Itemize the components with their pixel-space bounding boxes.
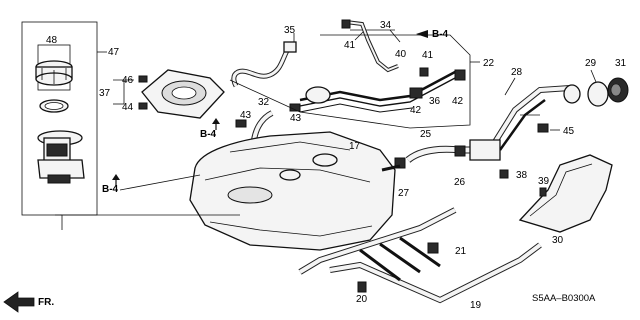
tank-strap-19: [298, 207, 542, 304]
tank-shield-30: [518, 154, 613, 233]
hose-25: [381, 139, 501, 172]
label-39: 39: [538, 176, 550, 187]
fuel-pump-group: [21, 21, 107, 230]
label-37: 37: [99, 88, 111, 99]
access-cover: [141, 69, 225, 119]
label-43-left: 43: [240, 110, 252, 121]
label-17: 17: [349, 141, 361, 152]
label-46: 46: [122, 75, 134, 86]
front-direction-label: FR.: [38, 297, 54, 308]
fuel-filler-cap-29: [587, 69, 609, 107]
ref-b4-bottom: B-4: [102, 184, 119, 195]
label-26: 26: [454, 177, 466, 188]
label-22: 22: [483, 58, 495, 69]
b4-ref-left: [112, 118, 220, 186]
label-30: 30: [552, 235, 564, 246]
label-31: 31: [615, 58, 627, 69]
fuel-pump-module: [37, 130, 85, 184]
label-20: 20: [356, 294, 368, 305]
label-42-right: 42: [452, 96, 464, 107]
bolt-39: [539, 187, 547, 197]
label-48: 48: [46, 35, 58, 46]
bolt-38: [499, 169, 509, 179]
label-40: 40: [395, 49, 407, 60]
lock-ring: [35, 60, 73, 86]
bolt-45: [537, 123, 560, 133]
label-21: 21: [455, 246, 467, 257]
fasteners-46-44: [113, 75, 148, 110]
label-35: 35: [284, 25, 296, 36]
b4-ref-top: [416, 30, 428, 38]
fuel-tank: [189, 131, 396, 251]
tube-group-34: [341, 19, 401, 73]
label-28: 28: [511, 67, 523, 78]
label-34: 34: [380, 20, 392, 31]
label-36: 36: [429, 96, 441, 107]
label-44: 44: [122, 102, 134, 113]
label-19: 19: [470, 300, 482, 311]
label-27: 27: [398, 188, 410, 199]
label-42-left: 42: [410, 105, 422, 116]
label-32: 32: [258, 97, 270, 108]
diagram-code: S5AA–B0300A: [532, 293, 596, 304]
label-38: 38: [516, 170, 528, 181]
label-25: 25: [420, 129, 432, 140]
gasket: [39, 99, 69, 113]
bolt-20: [357, 281, 367, 293]
label-41-right: 41: [422, 50, 434, 61]
label-43-right: 43: [290, 113, 302, 124]
label-29: 29: [585, 58, 597, 69]
fuel-cap-31: [607, 77, 629, 103]
hose-32: [235, 103, 301, 141]
ref-b4-top: B-4: [432, 29, 449, 40]
filler-neck-28: [487, 77, 581, 152]
label-41-top: 41: [344, 40, 356, 51]
front-direction-arrow: [3, 291, 35, 313]
breather-hose-35: [231, 33, 297, 88]
ref-b4-left: B-4: [200, 129, 217, 140]
bolt-21: [427, 242, 439, 254]
label-45: 45: [563, 126, 575, 137]
group-frame-47: [21, 21, 98, 216]
evap-lines-22: [229, 34, 480, 129]
label-47: 47: [108, 47, 120, 58]
